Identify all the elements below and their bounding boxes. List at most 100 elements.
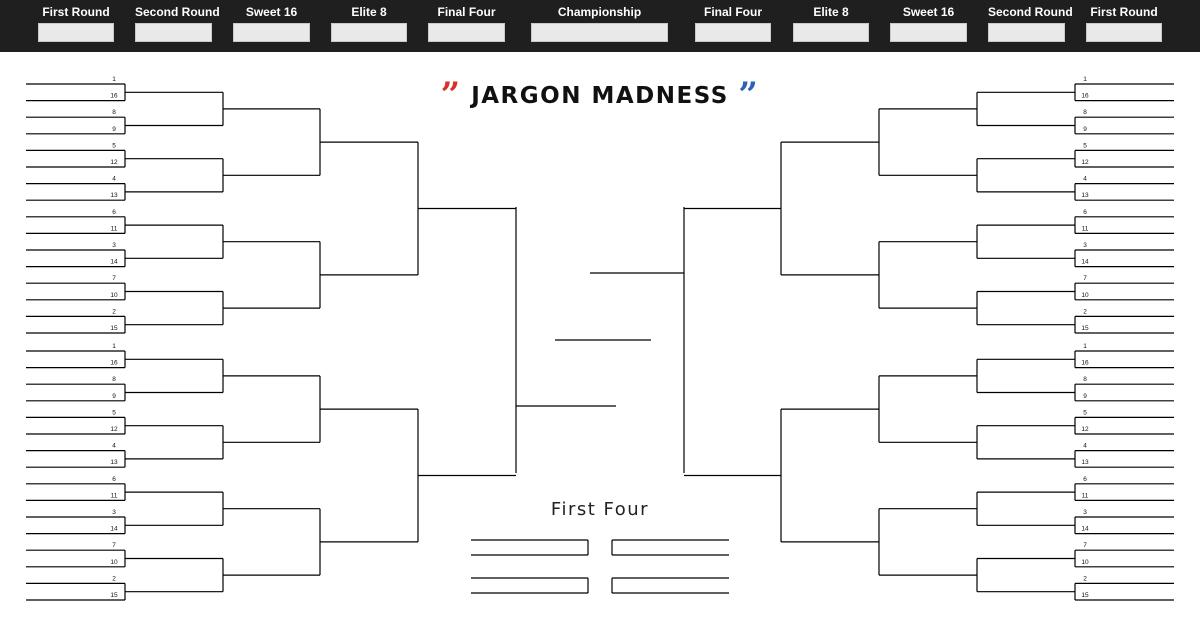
right-seed-label: 7 [1083, 275, 1087, 282]
round-name-input[interactable] [331, 23, 407, 42]
round-header-10: Second Round [988, 0, 1073, 52]
left-seed-label: 7 [112, 275, 116, 282]
round-label: First Round [42, 5, 110, 19]
left-seed-label: 3 [112, 242, 116, 249]
left-seed-label: 13 [110, 192, 118, 199]
right-seed-label: 14 [1081, 259, 1089, 266]
left-seed-label: 14 [110, 526, 118, 533]
round-header-7: Final Four [695, 0, 771, 52]
round-label: Sweet 16 [245, 5, 298, 19]
right-seed-label: 13 [1081, 192, 1089, 199]
round-header-2: Second Round [135, 0, 220, 52]
left-seed-label: 2 [112, 308, 116, 315]
round-name-input[interactable] [890, 23, 967, 42]
round-name-input[interactable] [988, 23, 1065, 42]
round-header-3: Sweet 16 [233, 0, 310, 52]
right-seed-label: 12 [1081, 426, 1089, 433]
left-seed-label: 10 [110, 292, 118, 299]
right-seed-label: 1 [1083, 343, 1087, 350]
right-seed-label: 14 [1081, 526, 1089, 533]
round-header-5: Final Four [428, 0, 505, 52]
round-name-input[interactable] [793, 23, 869, 42]
left-seed-label: 4 [112, 176, 116, 183]
left-seed-label: 14 [110, 259, 118, 266]
round-label: Final Four [437, 5, 496, 19]
first-four-title: First Four [550, 499, 650, 520]
left-seed-label: 7 [112, 542, 116, 549]
right-seed-label: 5 [1083, 409, 1087, 416]
left-seed-label: 2 [112, 575, 116, 582]
round-name-input[interactable] [1086, 23, 1162, 42]
round-label: Second Round [988, 5, 1073, 19]
left-seed-label: 6 [112, 209, 116, 216]
right-seed-label: 6 [1083, 476, 1087, 483]
right-seed-label: 2 [1083, 575, 1087, 582]
left-seed-label: 5 [112, 409, 116, 416]
left-seed-label: 5 [112, 142, 116, 149]
left-seed-label: 15 [110, 325, 118, 332]
right-seed-label: 9 [1083, 393, 1087, 400]
round-label: Final Four [704, 5, 762, 19]
left-seed-label: 6 [112, 476, 116, 483]
blue-quote-mark-icon: ” [738, 75, 760, 115]
left-seed-label: 8 [112, 109, 116, 116]
right-seed-label: 15 [1081, 325, 1089, 332]
left-seed-label: 15 [110, 592, 118, 599]
round-header-9: Sweet 16 [890, 0, 967, 52]
right-seed-label: 9 [1083, 126, 1087, 133]
bracket-title: ” JARGON MADNESS ” [400, 72, 800, 115]
left-seed-label: 11 [111, 492, 118, 499]
left-seed-label: 3 [112, 509, 116, 516]
round-label: Sweet 16 [902, 5, 955, 19]
round-label: Second Round [135, 5, 220, 19]
round-label: Championship [557, 5, 642, 19]
left-seed-label: 12 [110, 426, 118, 433]
right-seed-label: 3 [1083, 509, 1087, 516]
round-name-input[interactable] [38, 23, 114, 42]
right-seed-label: 13 [1081, 459, 1089, 466]
left-seed-label: 13 [110, 459, 118, 466]
round-name-input[interactable] [531, 23, 668, 42]
right-seed-label: 5 [1083, 142, 1087, 149]
right-seed-label: 8 [1083, 376, 1087, 383]
round-name-input[interactable] [428, 23, 505, 42]
left-seed-label: 10 [110, 559, 118, 566]
right-seed-label: 4 [1083, 176, 1087, 183]
right-seed-label: 11 [1082, 225, 1089, 232]
right-seed-label: 11 [1082, 492, 1089, 499]
round-header-6: Championship [531, 0, 668, 52]
left-seed-label: 1 [112, 343, 116, 350]
round-header-1: First Round [38, 0, 114, 52]
right-seed-label: 8 [1083, 109, 1087, 116]
round-name-input[interactable] [695, 23, 771, 42]
title-text: JARGON MADNESS [471, 83, 729, 109]
left-seed-label: 8 [112, 376, 116, 383]
left-seed-label: 16 [110, 93, 118, 100]
right-seed-label: 16 [1081, 93, 1089, 100]
round-header-4: Elite 8 [331, 0, 407, 52]
left-seed-label: 9 [112, 126, 116, 133]
round-label: First Round [1090, 5, 1158, 19]
right-seed-label: 10 [1081, 559, 1089, 566]
red-quote-mark-icon: ” [440, 75, 462, 115]
right-seed-label: 7 [1083, 542, 1087, 549]
right-seed-label: 2 [1083, 308, 1087, 315]
round-label: Elite 8 [351, 5, 387, 19]
round-name-input[interactable] [233, 23, 310, 42]
round-header-11: First Round [1086, 0, 1162, 52]
left-seed-label: 16 [110, 360, 118, 367]
left-seed-label: 11 [111, 225, 118, 232]
right-seed-label: 10 [1081, 292, 1089, 299]
round-header-8: Elite 8 [793, 0, 869, 52]
left-seed-label: 4 [112, 443, 116, 450]
right-seed-label: 16 [1081, 360, 1089, 367]
right-seed-label: 15 [1081, 592, 1089, 599]
right-seed-label: 12 [1081, 159, 1089, 166]
right-seed-label: 6 [1083, 209, 1087, 216]
left-seed-label: 12 [110, 159, 118, 166]
right-seed-label: 3 [1083, 242, 1087, 249]
left-seed-label: 9 [112, 393, 116, 400]
left-seed-label: 1 [112, 76, 116, 83]
round-name-input[interactable] [135, 23, 212, 42]
